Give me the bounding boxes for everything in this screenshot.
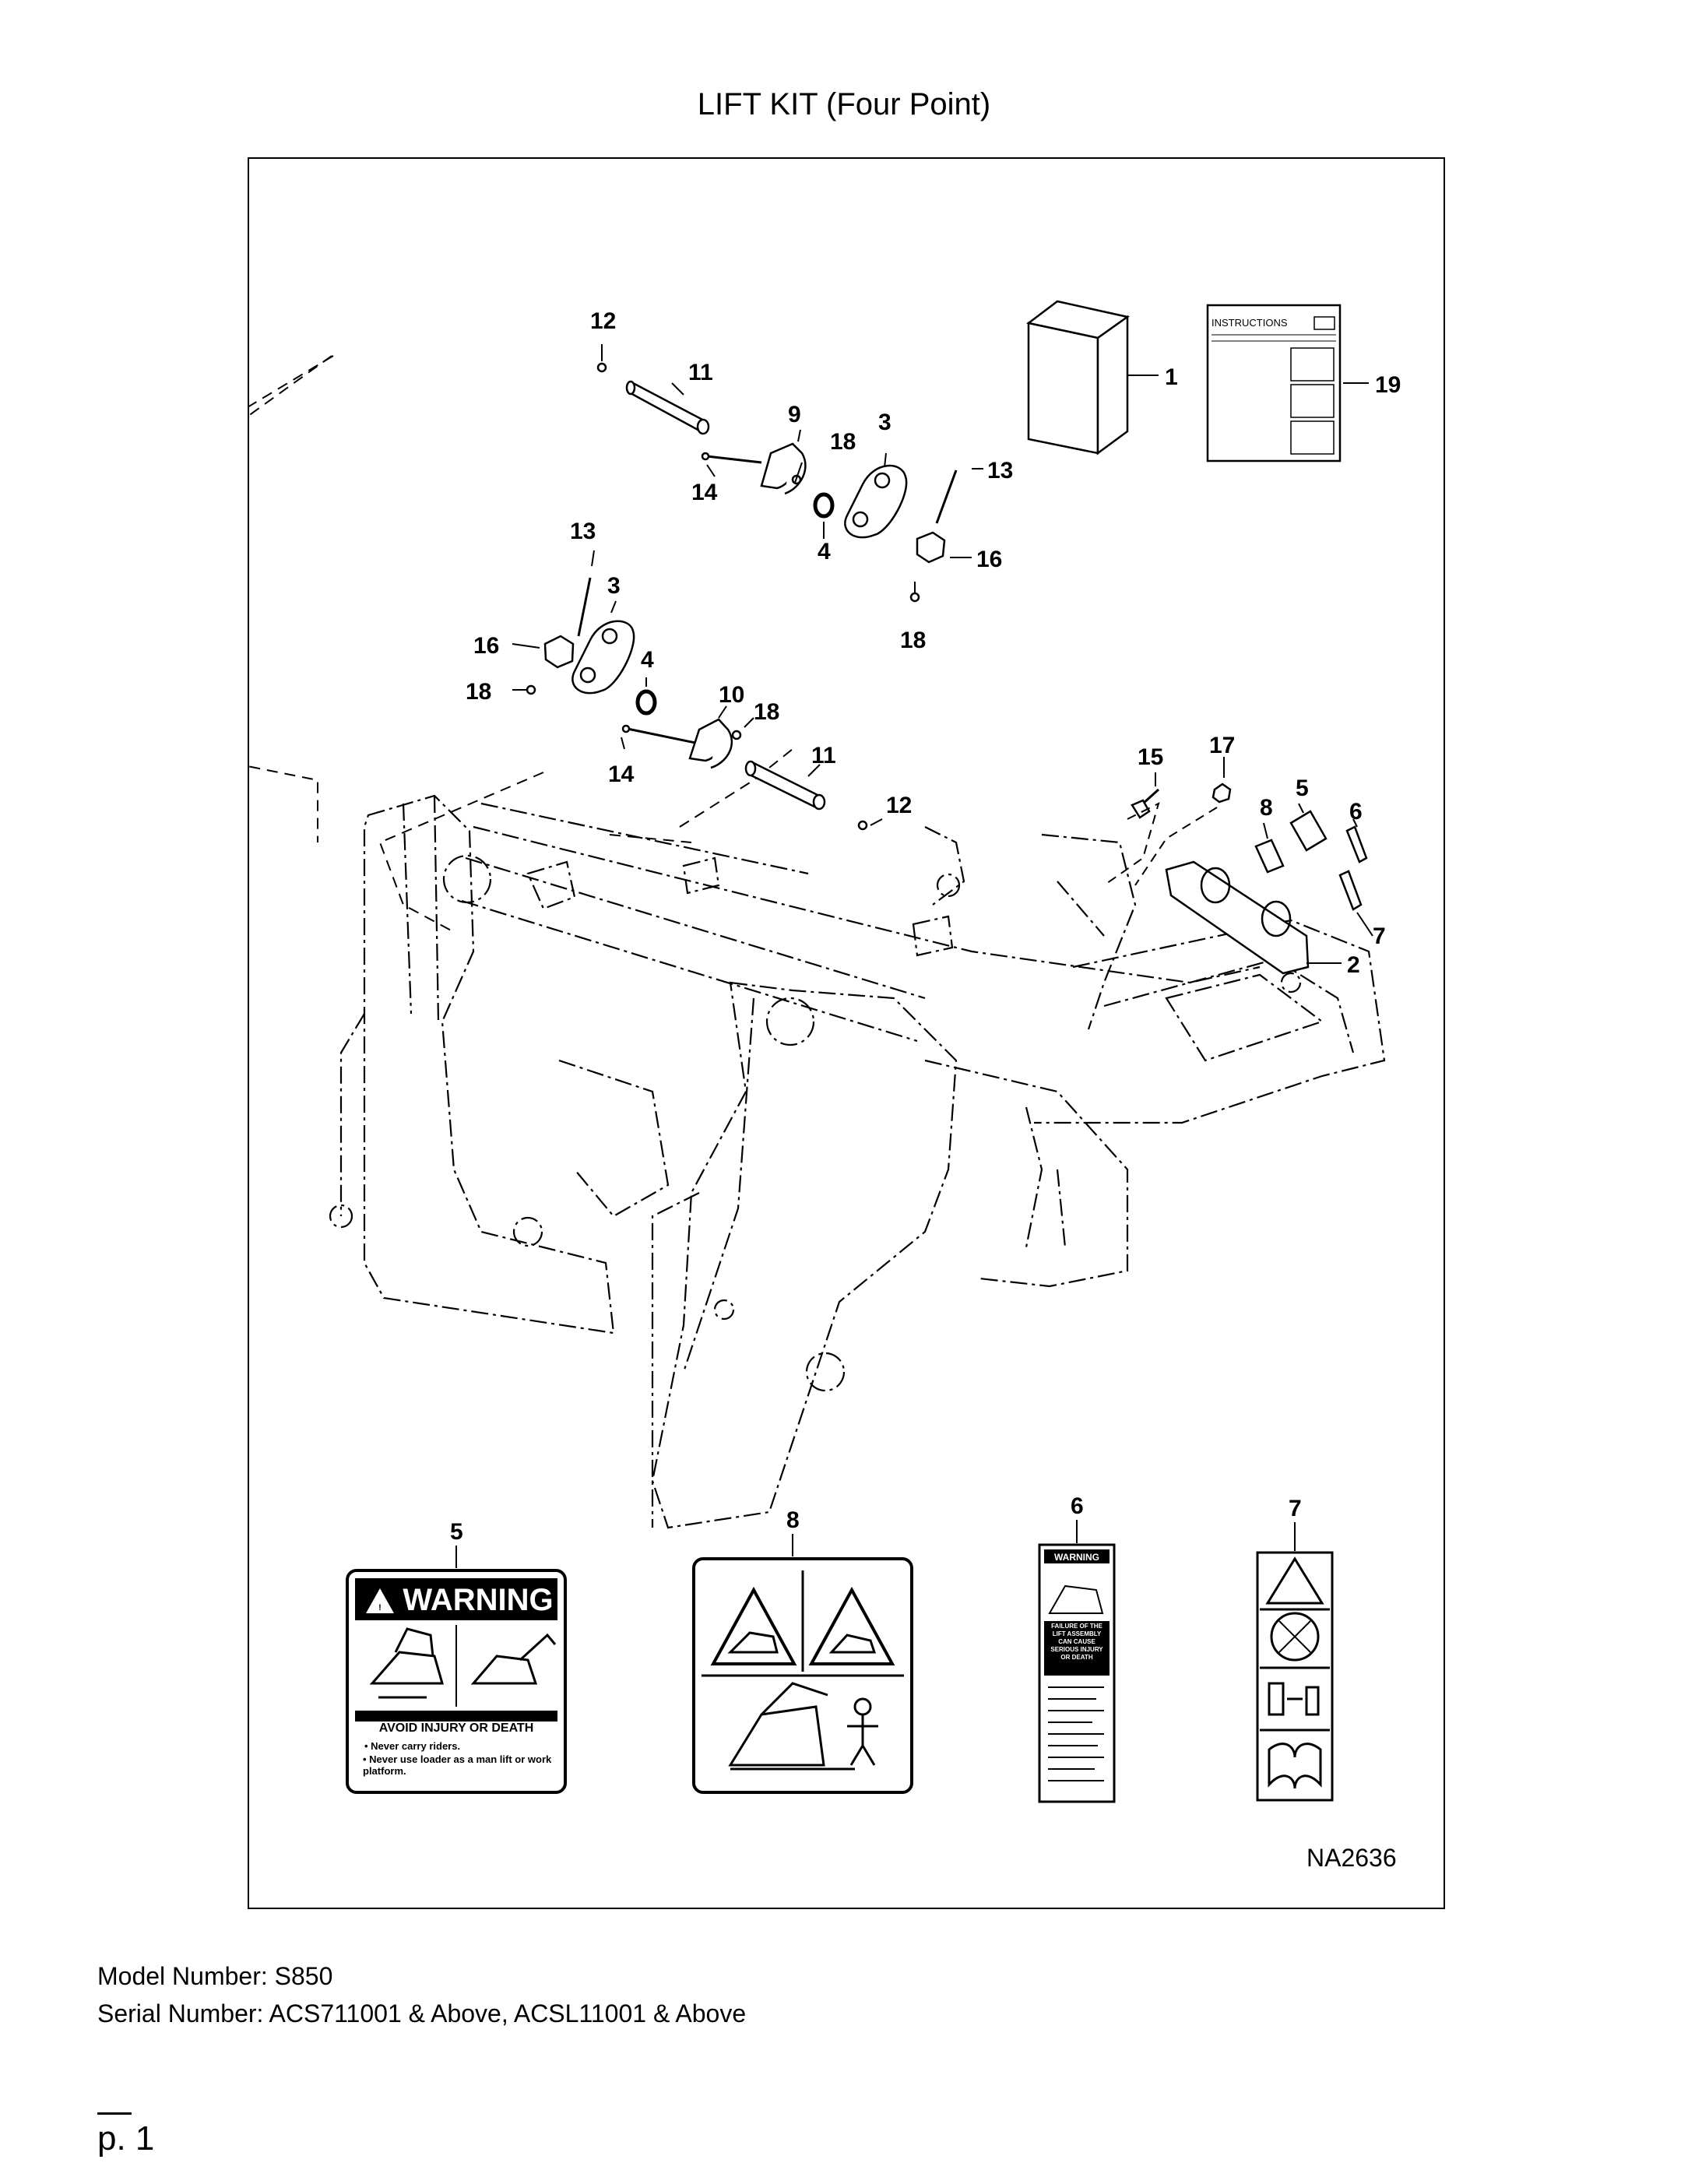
drawing-id: NA2636 xyxy=(1306,1844,1397,1872)
decal-8-callout: 8 xyxy=(786,1507,800,1533)
decal-5-heading: WARNING xyxy=(403,1583,553,1617)
callout-17: 17 xyxy=(1209,733,1235,758)
kit-box xyxy=(1026,300,1131,455)
callout-9: 9 xyxy=(788,402,801,427)
page-title: LIFT KIT (Four Point) xyxy=(697,87,991,121)
pin-group-upper xyxy=(596,362,958,603)
callout-18-d: 18 xyxy=(754,699,779,725)
callout-3-lower: 3 xyxy=(607,573,621,599)
callout-12-lower: 12 xyxy=(886,793,912,818)
callout-19: 19 xyxy=(1375,372,1401,398)
callout-7: 7 xyxy=(1373,923,1386,949)
callout-10: 10 xyxy=(719,682,744,708)
decal-8 xyxy=(692,1557,913,1794)
callout-14-upper: 14 xyxy=(691,480,718,505)
callout-4-lower: 4 xyxy=(641,647,654,673)
page-number: p. 1 xyxy=(97,2119,155,2158)
instructions-sheet: INSTRUCTIONS xyxy=(1206,304,1342,462)
callout-11-upper: 11 xyxy=(688,360,713,385)
decal-5-callout: 5 xyxy=(450,1519,463,1545)
svg-text:!: ! xyxy=(378,1603,382,1613)
callout-16-upper: 16 xyxy=(976,547,1002,572)
callout-15: 15 xyxy=(1138,744,1163,770)
callout-13-lower: 13 xyxy=(570,519,596,544)
callout-13-upper: 13 xyxy=(987,458,1013,484)
callout-8: 8 xyxy=(1260,795,1273,821)
loader-frame xyxy=(329,794,1386,1529)
decal-5: ! WARNING AVOID INJURY OR DEATH • Never … xyxy=(346,1569,567,1794)
decal-6-callout: 6 xyxy=(1071,1493,1084,1519)
callout-16-lower: 16 xyxy=(473,633,499,659)
decal-6-text: FAILURE OF THE LIFT ASSEMBLY CAN CAUSE S… xyxy=(1050,1623,1103,1661)
callout-14-lower: 14 xyxy=(608,761,635,787)
callout-12-upper: 12 xyxy=(590,308,616,334)
decal-7 xyxy=(1256,1551,1334,1802)
decal-5-subheading: AVOID INJURY OR DEATH xyxy=(379,1722,534,1735)
parts-diagram: 1 INSTRUCTIONS 19 xyxy=(248,157,1445,1909)
callout-18-c: 18 xyxy=(466,679,491,705)
callout-11-lower: 11 xyxy=(811,743,836,768)
instructions-label: INSTRUCTIONS xyxy=(1211,317,1288,329)
decal-5-bullet-2: • Never use loader as a man lift or work… xyxy=(363,1753,552,1777)
decal-5-bullet-1: • Never carry riders. xyxy=(364,1740,460,1752)
callout-6: 6 xyxy=(1349,799,1363,825)
callout-1: 1 xyxy=(1165,364,1178,390)
right-parts xyxy=(1131,783,1368,975)
callout-18-b: 18 xyxy=(900,628,926,653)
callout-5: 5 xyxy=(1296,775,1309,801)
footer-rule xyxy=(97,2112,132,2115)
decal-6: WARNING FAILURE OF THE LIFT ASSEMBLY CAN… xyxy=(1038,1543,1116,1803)
callout-18-a: 18 xyxy=(830,429,856,455)
callout-3-upper: 3 xyxy=(878,410,891,435)
serial-number: Serial Number: ACS711001 & Above, ACSL11… xyxy=(97,1999,747,2027)
assembly-leaders xyxy=(248,355,793,933)
decal-7-callout: 7 xyxy=(1289,1496,1302,1521)
decal-6-heading: WARNING xyxy=(1054,1552,1099,1563)
model-number: Model Number: S850 xyxy=(97,1962,333,1990)
pin-group-lower xyxy=(526,577,868,831)
callout-2: 2 xyxy=(1347,952,1360,978)
callout-4-upper: 4 xyxy=(818,539,831,564)
